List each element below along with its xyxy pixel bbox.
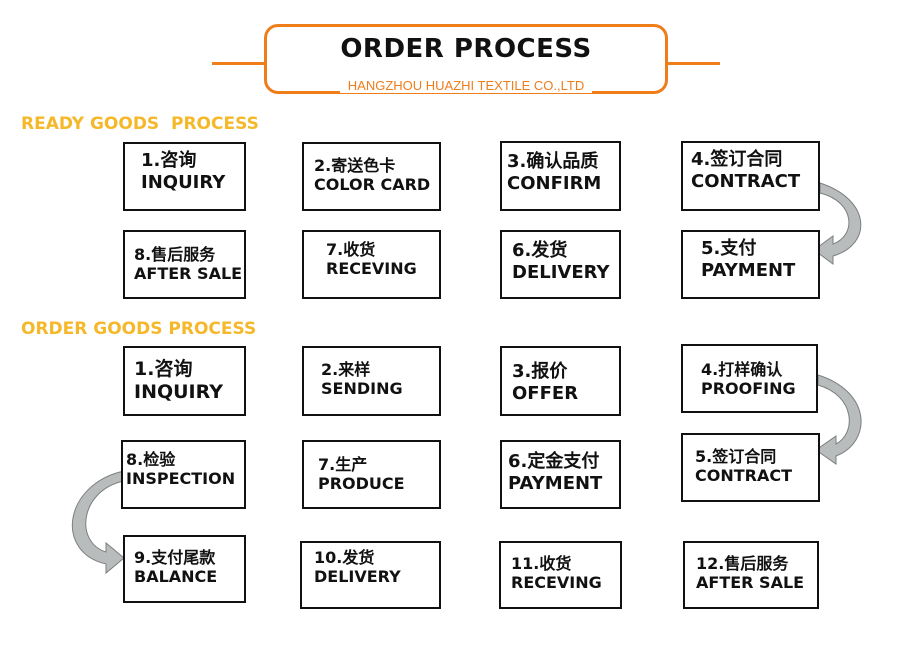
step-en-label: CONTRACT bbox=[691, 170, 801, 192]
step-en-label: INSPECTION bbox=[126, 469, 236, 489]
ready-goods-heading: READY GOODS PROCESS bbox=[21, 114, 259, 134]
ready-step-4-contract: 4.签订合同 CONTRACT bbox=[681, 141, 820, 211]
order-step-10-delivery: 10.发货 DELIVERY bbox=[300, 541, 441, 609]
step-cn-label: 3.报价 bbox=[512, 361, 568, 382]
step-en-label: PRODUCE bbox=[318, 474, 405, 494]
ready-step-3-confirm: 3.确认品质 CONFIRM bbox=[500, 141, 621, 211]
ready-step-7-receving: 7.收货 RECEVING bbox=[302, 230, 441, 299]
step-cn-label: 8.检验 bbox=[126, 450, 176, 469]
step-en-label: OFFER bbox=[512, 382, 579, 404]
order-step-8-inspection: 8.检验 INSPECTION bbox=[121, 440, 246, 509]
step-en-label: CONTRACT bbox=[695, 466, 793, 486]
ready-step-2-color-card: 2.寄送色卡 COLOR CARD bbox=[302, 142, 441, 211]
curved-arrow-order-4-to-5 bbox=[815, 374, 862, 465]
step-en-label: DELIVERY bbox=[314, 567, 401, 587]
step-cn-label: 8.售后服务 bbox=[134, 245, 216, 264]
step-cn-label: 1.咨询 bbox=[141, 150, 197, 171]
curved-arrow-ready-4-to-5 bbox=[813, 182, 862, 265]
ready-step-5-payment: 5.支付 PAYMENT bbox=[681, 230, 820, 299]
order-step-3-offer: 3.报价 OFFER bbox=[500, 346, 621, 416]
company-name-text: HANGZHOU HUAZHI TEXTILE CO.,LTD bbox=[339, 78, 593, 93]
order-step-9-balance: 9.支付尾款 BALANCE bbox=[123, 535, 246, 603]
step-cn-label: 2.寄送色卡 bbox=[314, 156, 396, 175]
step-cn-label: 9.支付尾款 bbox=[134, 548, 216, 567]
step-cn-label: 4.签订合同 bbox=[691, 149, 783, 170]
step-en-label: PAYMENT bbox=[701, 259, 796, 281]
order-step-12-after-sale: 12.售后服务 AFTER SALE bbox=[683, 541, 819, 609]
header-rule-right bbox=[666, 62, 720, 65]
step-cn-label: 7.生产 bbox=[318, 455, 368, 474]
order-step-6-payment: 6.定金支付 PAYMENT bbox=[500, 440, 621, 509]
step-en-label: COLOR CARD bbox=[314, 175, 431, 195]
order-step-5-contract: 5.签订合同 CONTRACT bbox=[681, 433, 820, 502]
step-cn-label: 3.确认品质 bbox=[507, 151, 599, 172]
page-title: ORDER PROCESS bbox=[340, 34, 592, 64]
step-cn-label: 1.咨询 bbox=[134, 358, 193, 380]
step-cn-label: 4.打样确认 bbox=[701, 360, 783, 379]
order-step-4-proofing: 4.打样确认 PROOFING bbox=[681, 344, 818, 413]
step-en-label: CONFIRM bbox=[507, 172, 602, 194]
step-cn-label: 5.签订合同 bbox=[695, 447, 777, 466]
order-step-7-produce: 7.生产 PRODUCE bbox=[302, 440, 441, 509]
step-en-label: AFTER SALE bbox=[134, 264, 243, 284]
step-cn-label: 6.发货 bbox=[512, 240, 568, 261]
step-en-label: INQUIRY bbox=[134, 380, 223, 403]
step-cn-label: 7.收货 bbox=[326, 240, 376, 259]
order-step-11-receving: 11.收货 RECEVING bbox=[499, 541, 622, 609]
step-en-label: DELIVERY bbox=[512, 261, 610, 283]
order-goods-heading: ORDER GOODS PROCESS bbox=[21, 319, 257, 339]
step-cn-label: 2.来样 bbox=[321, 360, 371, 379]
step-cn-label: 5.支付 bbox=[701, 238, 757, 259]
step-en-label: PAYMENT bbox=[508, 472, 603, 494]
ready-step-1-inquiry: 1.咨询 INQUIRY bbox=[123, 142, 246, 211]
step-en-label: AFTER SALE bbox=[696, 573, 805, 593]
ready-step-6-delivery: 6.发货 DELIVERY bbox=[500, 230, 621, 299]
step-cn-label: 10.发货 bbox=[314, 548, 375, 567]
step-cn-label: 6.定金支付 bbox=[508, 451, 600, 472]
step-cn-label: 11.收货 bbox=[511, 554, 572, 573]
ready-step-8-after-sale: 8.售后服务 AFTER SALE bbox=[123, 230, 246, 299]
step-en-label: PROOFING bbox=[701, 379, 796, 399]
curved-arrow-order-8-to-9 bbox=[71, 470, 125, 575]
header-rule-left bbox=[212, 62, 266, 65]
step-en-label: RECEVING bbox=[326, 259, 417, 279]
order-step-1-inquiry: 1.咨询 INQUIRY bbox=[123, 346, 246, 416]
company-name: HANGZHOU HUAZHI TEXTILE CO.,LTD bbox=[264, 78, 668, 93]
order-step-2-sending: 2.来样 SENDING bbox=[302, 346, 441, 416]
step-en-label: BALANCE bbox=[134, 567, 218, 587]
step-cn-label: 12.售后服务 bbox=[696, 554, 789, 573]
step-en-label: RECEVING bbox=[511, 573, 602, 593]
step-en-label: INQUIRY bbox=[141, 171, 226, 193]
step-en-label: SENDING bbox=[321, 379, 403, 399]
